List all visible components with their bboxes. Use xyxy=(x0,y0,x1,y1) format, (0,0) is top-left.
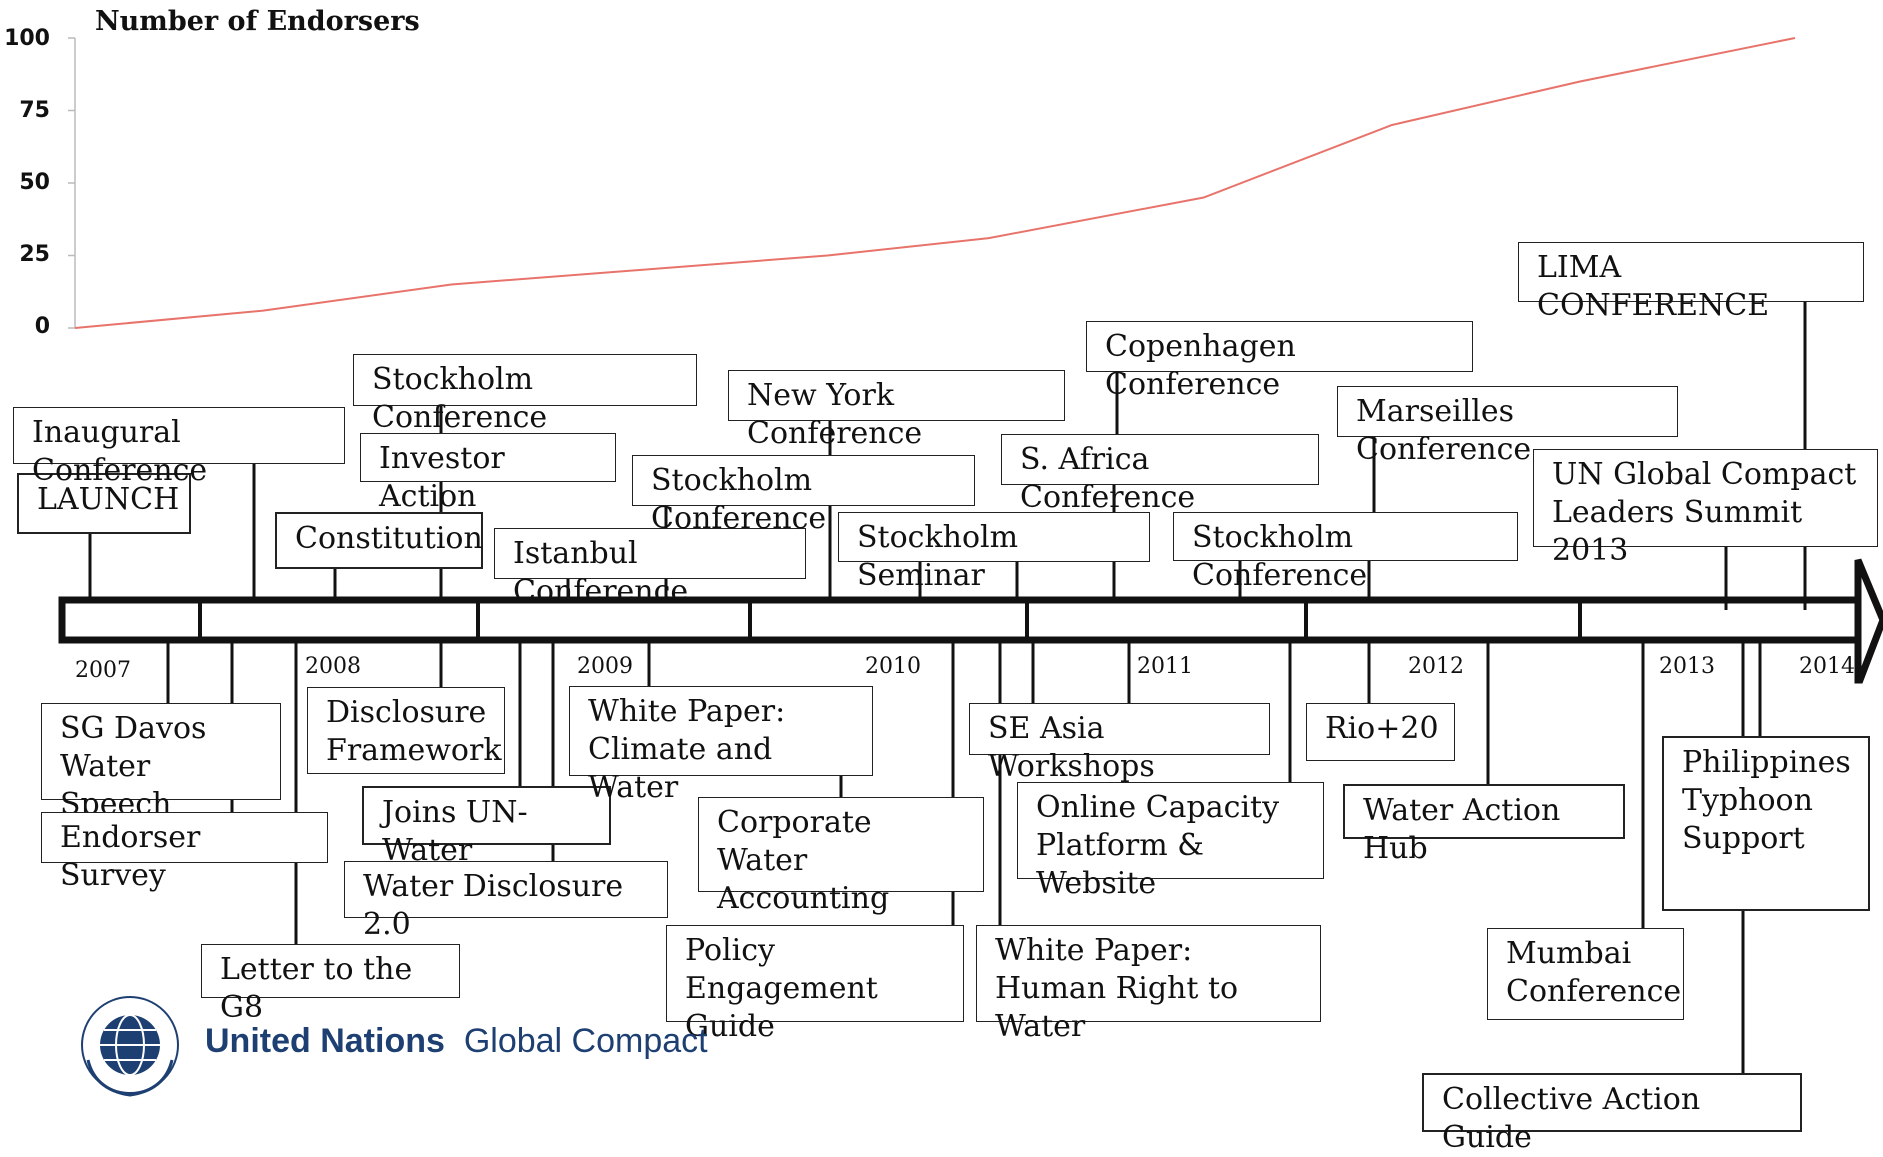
event-online-capacity-platform: Online Capacity Platform & Website xyxy=(1017,782,1324,901)
event-investor-action: Investor Action xyxy=(360,433,616,514)
event-white-paper-climate-water: White Paper: Climate and Water xyxy=(569,686,873,805)
year-label: 2010 xyxy=(865,654,921,679)
event-policy-engagement-guide: Policy Engagement Guide xyxy=(666,925,964,1044)
year-label: 2014 xyxy=(1799,654,1855,679)
event-copenhagen-conference: Copenhagen Conference xyxy=(1086,321,1473,402)
year-label: 2007 xyxy=(75,658,131,683)
event-launch: LAUNCH xyxy=(17,473,191,534)
event-marseilles-conference: Marseilles Conference xyxy=(1337,386,1678,467)
event-constitution: Constitution xyxy=(275,512,483,569)
event-philippines-typhoon-support: Philippines Typhoon Support xyxy=(1662,736,1870,911)
logo-regular-text: Global Compact xyxy=(463,1022,708,1060)
connector-lines xyxy=(88,302,1807,1073)
timeline-arrow xyxy=(1854,558,1883,684)
year-label: 2009 xyxy=(577,654,633,679)
chart-title: Number of Endorsers xyxy=(95,6,420,37)
event-mumbai-conference: Mumbai Conference xyxy=(1487,928,1684,1020)
event-water-disclosure-2: Water Disclosure 2.0 xyxy=(344,861,668,942)
event-endorser-survey: Endorser Survey xyxy=(41,812,328,893)
timeline-bar xyxy=(58,596,1866,644)
event-stockholm-conference-2008: Stockholm Conference xyxy=(353,354,697,435)
endorser-line xyxy=(68,37,1796,329)
y-tick-label: 75 xyxy=(19,98,50,123)
year-label: 2012 xyxy=(1408,654,1464,679)
year-label: 2013 xyxy=(1659,654,1715,679)
event-rio-20: Rio+20 xyxy=(1306,703,1455,761)
event-istanbul-conference: Istanbul Conference xyxy=(494,528,806,609)
y-tick-label: 0 xyxy=(34,314,50,339)
event-water-action-hub: Water Action Hub xyxy=(1343,784,1625,866)
event-white-paper-human-right-to-water: White Paper: Human Right to Water xyxy=(976,925,1321,1044)
endorser-series-line xyxy=(74,37,1796,329)
event-lima-conference: LIMA CONFERENCE xyxy=(1518,242,1864,323)
year-label: 2008 xyxy=(305,654,361,679)
year-label: 2011 xyxy=(1137,654,1193,679)
y-tick-label: 25 xyxy=(19,242,50,267)
event-stockholm-seminar: Stockholm Seminar xyxy=(838,512,1150,593)
event-new-york-conference: New York Conference xyxy=(728,370,1065,451)
event-inaugural-conference: Inaugural Conference xyxy=(13,407,345,488)
event-corporate-water-accounting: Corporate Water Accounting xyxy=(698,797,984,916)
event-un-global-compact-leaders-summit: UN Global Compact Leaders Summit 2013 xyxy=(1533,449,1878,568)
event-sg-davos-water-speech: SG Davos Water Speech xyxy=(41,703,281,822)
event-disclosure-framework: Disclosure Framework xyxy=(307,687,505,774)
year-ticks xyxy=(198,600,1582,640)
logo-bold-text: United Nations xyxy=(205,1022,445,1060)
global-compact-seal-icon xyxy=(81,996,179,1097)
event-stockholm-conference-2012: Stockholm Conference xyxy=(1173,512,1518,593)
y-tick-label: 100 xyxy=(4,26,50,51)
event-joins-un-water: Joins UN-Water xyxy=(362,786,611,868)
event-se-asia-workshops: SE Asia Workshops xyxy=(969,703,1270,784)
event-collective-action-guide: Collective Action Guide xyxy=(1422,1073,1802,1155)
event-stockholm-conference-2009: Stockholm Conference xyxy=(632,455,975,536)
y-tick-label: 50 xyxy=(19,170,50,195)
event-s-africa-conference: S. Africa Conference xyxy=(1001,434,1319,515)
event-letter-to-the-g8: Letter to the G8 xyxy=(201,944,460,1025)
un-global-compact-logo: United Nations Global Compact xyxy=(205,1022,708,1061)
